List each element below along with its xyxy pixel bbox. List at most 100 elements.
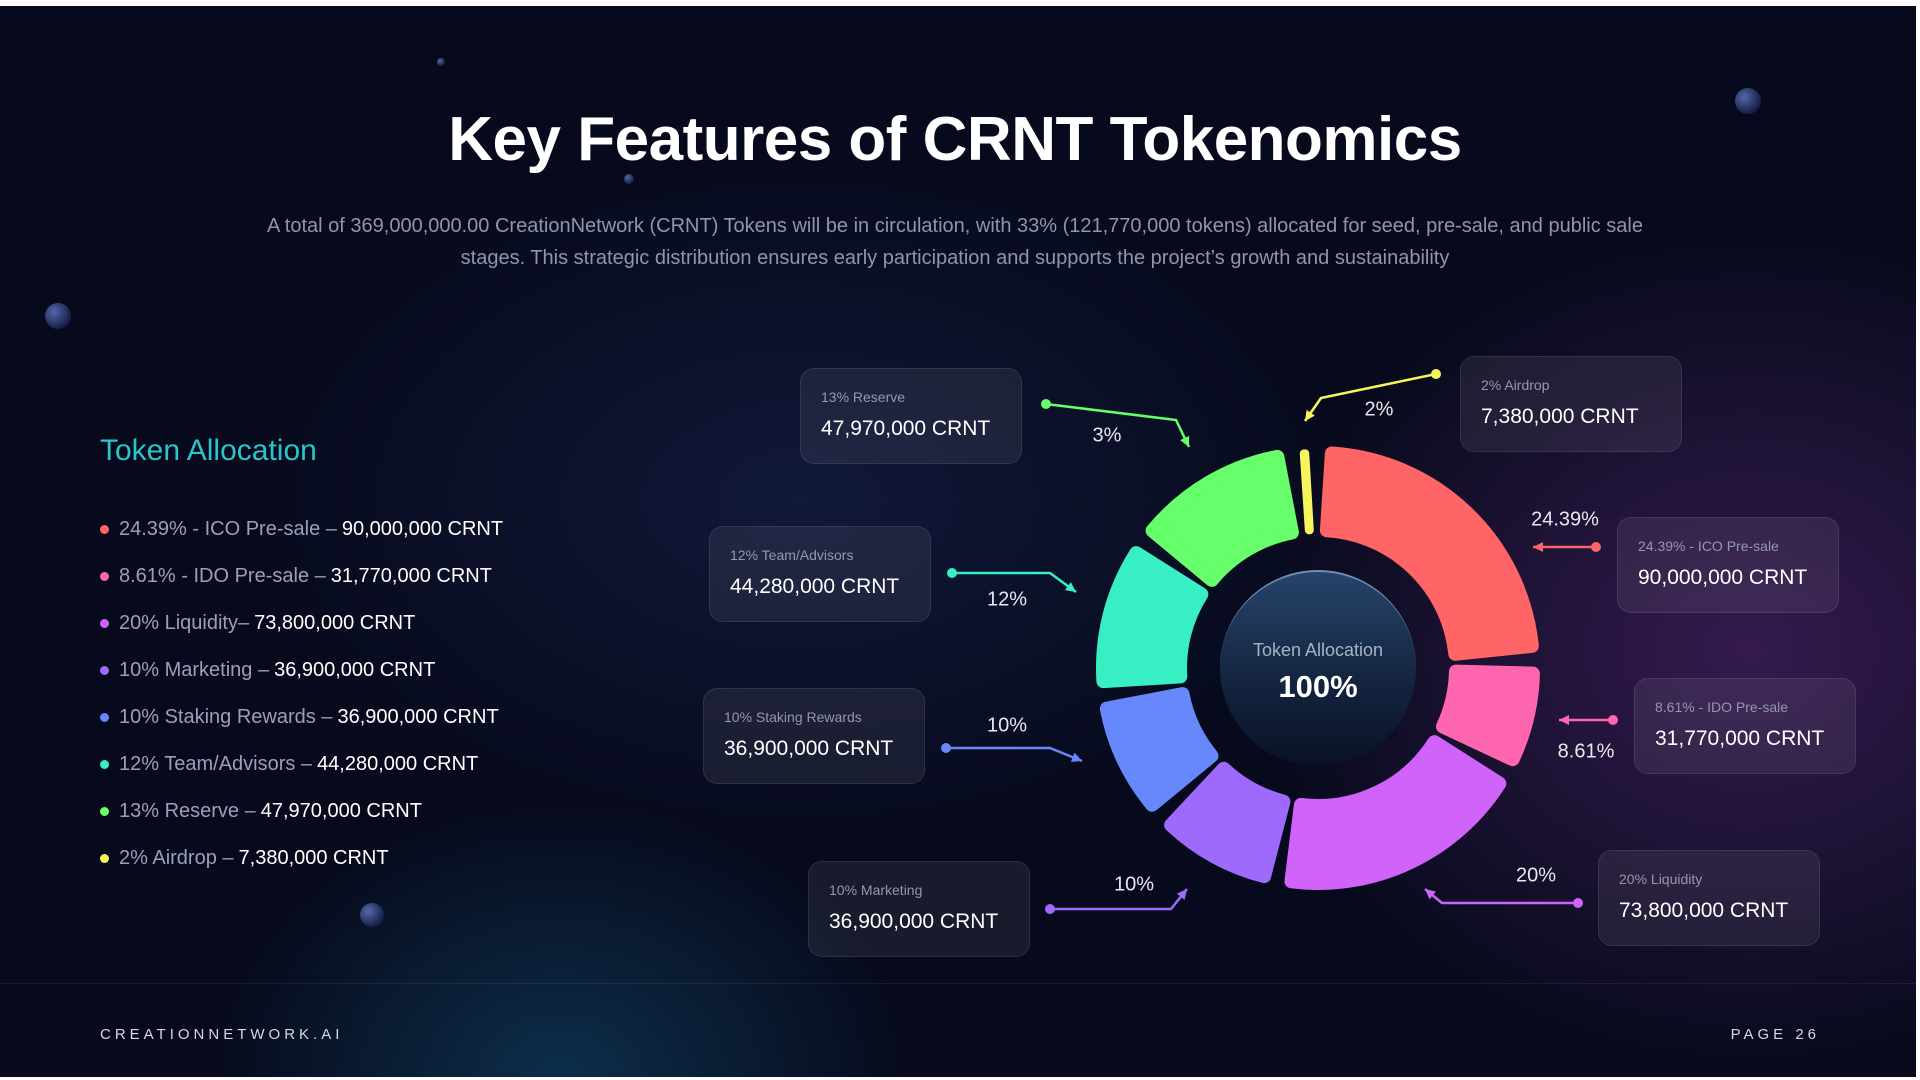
connector-dot <box>1045 904 1055 914</box>
donut-segment-staking-rewards <box>1099 687 1219 812</box>
percent-label: 2% <box>1364 398 1394 421</box>
donut-segment-team-advisors <box>1096 546 1209 689</box>
percent-label: 10% <box>1113 873 1155 896</box>
allocation-value: 90,000,000 CRNT <box>341 518 504 540</box>
arrowhead-icon <box>1070 752 1082 762</box>
bottom-border <box>0 1077 1920 1080</box>
allocation-item: 12% Team/Advisors –44,280,000 CRNT <box>100 741 503 788</box>
connector-dot <box>941 743 951 753</box>
callout-label: 10% Staking Rewards <box>724 709 862 725</box>
allocation-item: 2% Airdrop –7,380,000 CRNT <box>100 835 503 882</box>
allocation-value: 47,970,000 CRNT <box>260 800 422 822</box>
allocation-item: 13% Reserve –47,970,000 CRNT <box>100 788 503 835</box>
percent-label: 24.39% <box>1531 508 1599 531</box>
legend-dot <box>100 666 109 675</box>
percent-label: 10% <box>986 714 1028 737</box>
connector-line <box>1424 888 1578 905</box>
bubble-decoration <box>45 303 71 329</box>
callout-label: 13% Reserve <box>821 389 906 405</box>
arrowhead-icon <box>1176 889 1187 900</box>
allocation-label: 12% Team/Advisors – <box>119 753 313 775</box>
allocation-value: 7,380,000 CRNT <box>238 847 389 869</box>
right-border <box>1916 0 1920 1080</box>
allocation-item: 20% Liquidity–73,800,000 CRNT <box>100 600 503 647</box>
center-value: 100% <box>1278 669 1358 704</box>
legend-dot <box>100 525 109 534</box>
callout-box: 13% Reserve 47,970,000 CRNT <box>800 368 1022 464</box>
callout-value: 73,800,000 CRNT <box>1619 899 1789 922</box>
donut-center: Token Allocation 100% <box>1220 570 1416 766</box>
legend-dot <box>100 619 109 628</box>
connector-dot <box>1573 898 1583 908</box>
allocation-value: 31,770,000 CRNT <box>330 565 492 587</box>
callout-value: 7,380,000 CRNT <box>1481 405 1639 428</box>
callout-value: 44,280,000 CRNT <box>730 575 900 598</box>
connector-dot <box>1591 542 1601 552</box>
allocation-item: 8.61% - IDO Pre-sale –31,770,000 CRNT <box>100 553 503 600</box>
footer-page-number: PAGE 26 <box>1730 1026 1820 1043</box>
connector-dot <box>1608 715 1618 725</box>
callout-value: 31,770,000 CRNT <box>1655 727 1825 750</box>
callout-value: 47,970,000 CRNT <box>821 417 991 440</box>
percent-label: 20% <box>1515 864 1557 887</box>
allocation-item: 24.39% - ICO Pre-sale –90,000,000 CRNT <box>100 506 503 553</box>
connector-line <box>946 746 1083 763</box>
donut-segment-ico-pre-sale <box>1319 446 1539 661</box>
allocation-value: 73,800,000 CRNT <box>254 612 416 634</box>
allocation-label: 10% Marketing – <box>119 659 270 681</box>
callout-label: 8.61% - IDO Pre-sale <box>1655 699 1789 715</box>
legend-dot <box>100 760 109 769</box>
callout-value: 36,900,000 CRNT <box>724 737 894 760</box>
donut-segment-airdrop <box>1299 449 1314 535</box>
allocation-label: 24.39% - ICO Pre-sale – <box>119 518 337 540</box>
footer-divider <box>0 983 1920 984</box>
connector-line <box>952 571 1077 594</box>
footer-site[interactable]: CREATIONNETWORK.AI <box>100 1026 344 1043</box>
page-subtitle: A total of 369,000,000.00 CreationNetwor… <box>267 215 1643 269</box>
percent-label: 8.61% <box>1557 740 1615 763</box>
connector-lines <box>941 369 1618 914</box>
callout-label: 24.39% - ICO Pre-sale <box>1638 538 1779 554</box>
allocation-label: 2% Airdrop – <box>119 847 234 869</box>
callout-label: 12% Team/Advisors <box>730 547 854 563</box>
donut-segment-reserve <box>1145 449 1299 587</box>
connector-dot <box>947 568 957 578</box>
donut-segments <box>1096 446 1540 890</box>
arrowhead-icon <box>1425 889 1436 900</box>
arrowhead-icon <box>1559 715 1569 725</box>
allocation-item: 10% Marketing – 36,900,000 CRNT <box>100 647 503 694</box>
center-label: Token Allocation <box>1252 640 1384 660</box>
callout-box: 10% Marketing 36,900,000 CRNT <box>808 861 1030 957</box>
callout-box: 12% Team/Advisors 44,280,000 CRNT <box>709 526 931 622</box>
arrowhead-icon <box>1180 435 1190 447</box>
page-title: Key Features of CRNT Tokenomics <box>448 105 1462 174</box>
legend-dot <box>100 854 109 863</box>
connector-dot <box>1431 369 1441 379</box>
allocation-label: 13% Reserve – <box>119 800 256 822</box>
allocation-label: 10% Staking Rewards – <box>119 706 333 728</box>
legend-dot <box>100 572 109 581</box>
token-allocation-heading: Token Allocation <box>100 434 317 467</box>
callout-label: 10% Marketing <box>829 882 923 898</box>
bubble-decoration <box>360 903 384 927</box>
allocation-label: 8.61% - IDO Pre-sale – <box>119 565 326 587</box>
allocation-value: 36,900,000 CRNT <box>274 659 436 681</box>
percent-label: 3% <box>1092 424 1122 447</box>
callout-value: 36,900,000 CRNT <box>829 910 999 933</box>
bubble-decoration <box>1735 88 1761 114</box>
donut-segment-ido-pre-sale <box>1435 664 1540 767</box>
bubble-decoration <box>437 58 445 66</box>
donut-segment-marketing <box>1164 761 1291 884</box>
donut-segment-liquidity <box>1284 735 1507 890</box>
allocation-label: 20% Liquidity– <box>119 612 250 634</box>
allocation-value: 44,280,000 CRNT <box>317 753 479 775</box>
percent-label: 12% <box>986 588 1028 611</box>
arrowhead-icon <box>1533 542 1543 552</box>
arrowhead-icon <box>1305 409 1315 421</box>
legend-dot <box>100 807 109 816</box>
legend-dot <box>100 713 109 722</box>
bubble-decoration <box>624 174 634 184</box>
